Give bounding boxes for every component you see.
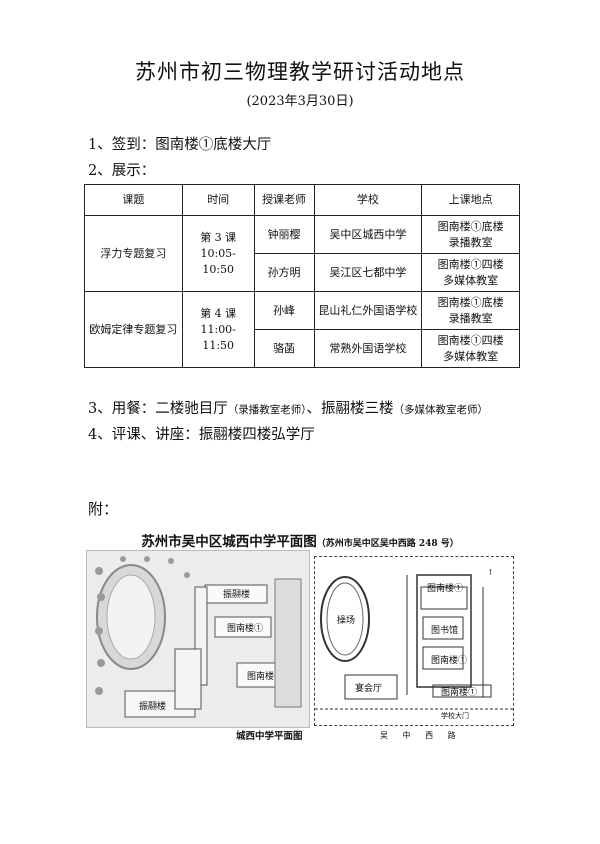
meal-place1: 二楼驰目厅 — [155, 401, 228, 417]
location-cell: 图南楼①四楼 多媒体教室 — [421, 253, 520, 292]
time-cell: 第 4 课 11:00-11:50 — [181, 291, 255, 368]
teacher-cell: 孙方明 — [253, 253, 315, 292]
location-line1: 图南楼①四楼 — [437, 257, 504, 271]
school-cell: 昆山礼仁外国语学校 — [313, 291, 423, 330]
table-row: 孙方明 吴江区七都中学 图南楼①四楼 多媒体教室 — [85, 253, 520, 292]
location-line2: 多媒体教室 — [443, 273, 499, 287]
meal-note2: （多媒体教室老师） — [393, 404, 488, 416]
school-cell: 吴中区城西中学 — [313, 215, 423, 254]
meal-label: 3、用餐： — [88, 401, 156, 417]
topic-cell: 浮力专题复习 — [84, 215, 183, 292]
location-line2: 多媒体教室 — [443, 349, 499, 363]
schedule-table: 课题 时间 授课老师 学校 上课地点 浮力专题复习 第 3 课 10:05-10… — [84, 184, 520, 368]
meal-item: 3、用餐：二楼驰目厅（录播教室老师）、振翮楼三楼（多媒体教室老师） — [88, 397, 488, 418]
meal-sep: 、 — [306, 401, 321, 417]
schematic-map: ↑ 操场 图南楼① 图书馆 图南楼① 宴会厅 图南楼① 学校大门 — [314, 556, 514, 726]
time-text: 10:05-10:50 — [200, 246, 236, 276]
location-line2: 录播教室 — [448, 235, 493, 249]
display-item: 2、展示： — [88, 159, 155, 180]
table-row: 骆菡 常熟外国语学校 图南楼①四楼 多媒体教室 — [85, 329, 520, 368]
teacher-cell: 骆菡 — [253, 329, 315, 368]
school-cell: 常熟外国语学校 — [313, 329, 423, 368]
table-row: 浮力专题复习 第 3 课 10:05-10:50 钟丽樱 吴中区城西中学 图南楼… — [84, 215, 520, 292]
aerial-map-drawing — [87, 551, 309, 727]
label-tunan-mid: 图南楼① — [431, 656, 468, 666]
header-time: 时间 — [181, 184, 255, 216]
review-item: 4、评课、讲座：振翮楼四楼弘学厅 — [88, 423, 315, 444]
period-text: 第 3 课 — [200, 230, 237, 244]
header-teacher: 授课老师 — [253, 184, 315, 216]
label-gate: 学校大门 — [441, 712, 469, 720]
location-cell: 图南楼①底楼 录播教室 — [421, 215, 520, 254]
aerial-map: 振翮楼 图南楼① 图南楼 振翮楼 — [86, 550, 310, 728]
label-tunan-top: 图南楼① — [427, 584, 464, 594]
map-title: 苏州市吴中区城西中学平面图（苏州市吴中区吴中西路 248 号） — [0, 530, 600, 550]
topic-cell: 欧姆定律专题复习 — [84, 291, 183, 368]
review-value: 振翮楼四楼弘学厅 — [198, 427, 315, 443]
aerial-label-tunan1: 图南楼① — [227, 624, 264, 634]
review-label: 4、评课、讲座： — [88, 427, 199, 443]
header-school: 学校 — [313, 184, 423, 216]
appendix-label: 附： — [88, 500, 119, 518]
header-topic: 课题 — [84, 184, 183, 216]
label-banquet: 宴会厅 — [355, 684, 383, 694]
location-cell: 图南楼①底楼 录播教室 — [421, 291, 520, 330]
event-date: (2023年3月30日) — [246, 94, 354, 109]
svg-text:↑: ↑ — [487, 568, 494, 577]
teacher-cell: 钟丽樱 — [253, 215, 315, 254]
table-row: 欧姆定律专题复习 第 4 课 11:00-11:50 孙峰 昆山礼仁外国语学校 … — [84, 291, 520, 368]
teacher-cell: 孙峰 — [253, 291, 315, 330]
aerial-label-zhenhe: 振翮楼 — [223, 590, 251, 600]
sign-in-value: 图南楼①底楼大厅 — [155, 137, 272, 153]
aerial-label-zhenhe2: 振翮楼 — [139, 702, 167, 712]
display-label: 2、展示： — [88, 163, 156, 179]
meal-note1: （录播教室老师） — [227, 404, 307, 416]
label-library: 图书馆 — [431, 626, 459, 636]
location-line2: 录播教室 — [448, 311, 493, 325]
label-tunan-bottom: 图南楼① — [441, 688, 478, 698]
school-cell: 吴江区七都中学 — [313, 253, 423, 292]
aerial-map-caption: 城西中学平面图 — [236, 731, 303, 742]
header-location: 上课地点 — [421, 184, 520, 216]
label-playground: 操场 — [337, 616, 356, 626]
meal-place2: 振翮楼三楼 — [320, 401, 394, 417]
location-cell: 图南楼①四楼 多媒体教室 — [421, 329, 520, 368]
location-line1: 图南楼①底楼 — [437, 219, 504, 233]
sign-in-label: 1、签到： — [88, 137, 156, 153]
page-title: 苏州市初三物理教学研讨活动地点 — [135, 60, 465, 84]
aerial-label-tunan: 图南楼 — [247, 672, 275, 682]
label-road: 吴 中 西 路 — [380, 731, 462, 740]
location-line1: 图南楼①底楼 — [437, 295, 504, 309]
map-subtitle: （苏州市吴中区吴中西路 248 号） — [316, 539, 459, 549]
schematic-map-drawing: ↑ — [315, 568, 513, 710]
location-line1: 图南楼①四楼 — [437, 333, 504, 347]
map-title-text: 苏州市吴中区城西中学平面图 — [141, 534, 317, 550]
period-text: 第 4 课 — [200, 306, 237, 320]
time-cell: 第 3 课 10:05-10:50 — [181, 215, 255, 292]
sign-in-item: 1、签到：图南楼①底楼大厅 — [88, 133, 271, 154]
time-text: 11:00-11:50 — [200, 322, 236, 352]
table-header-row: 课题 时间 授课老师 学校 上课地点 — [84, 184, 520, 216]
